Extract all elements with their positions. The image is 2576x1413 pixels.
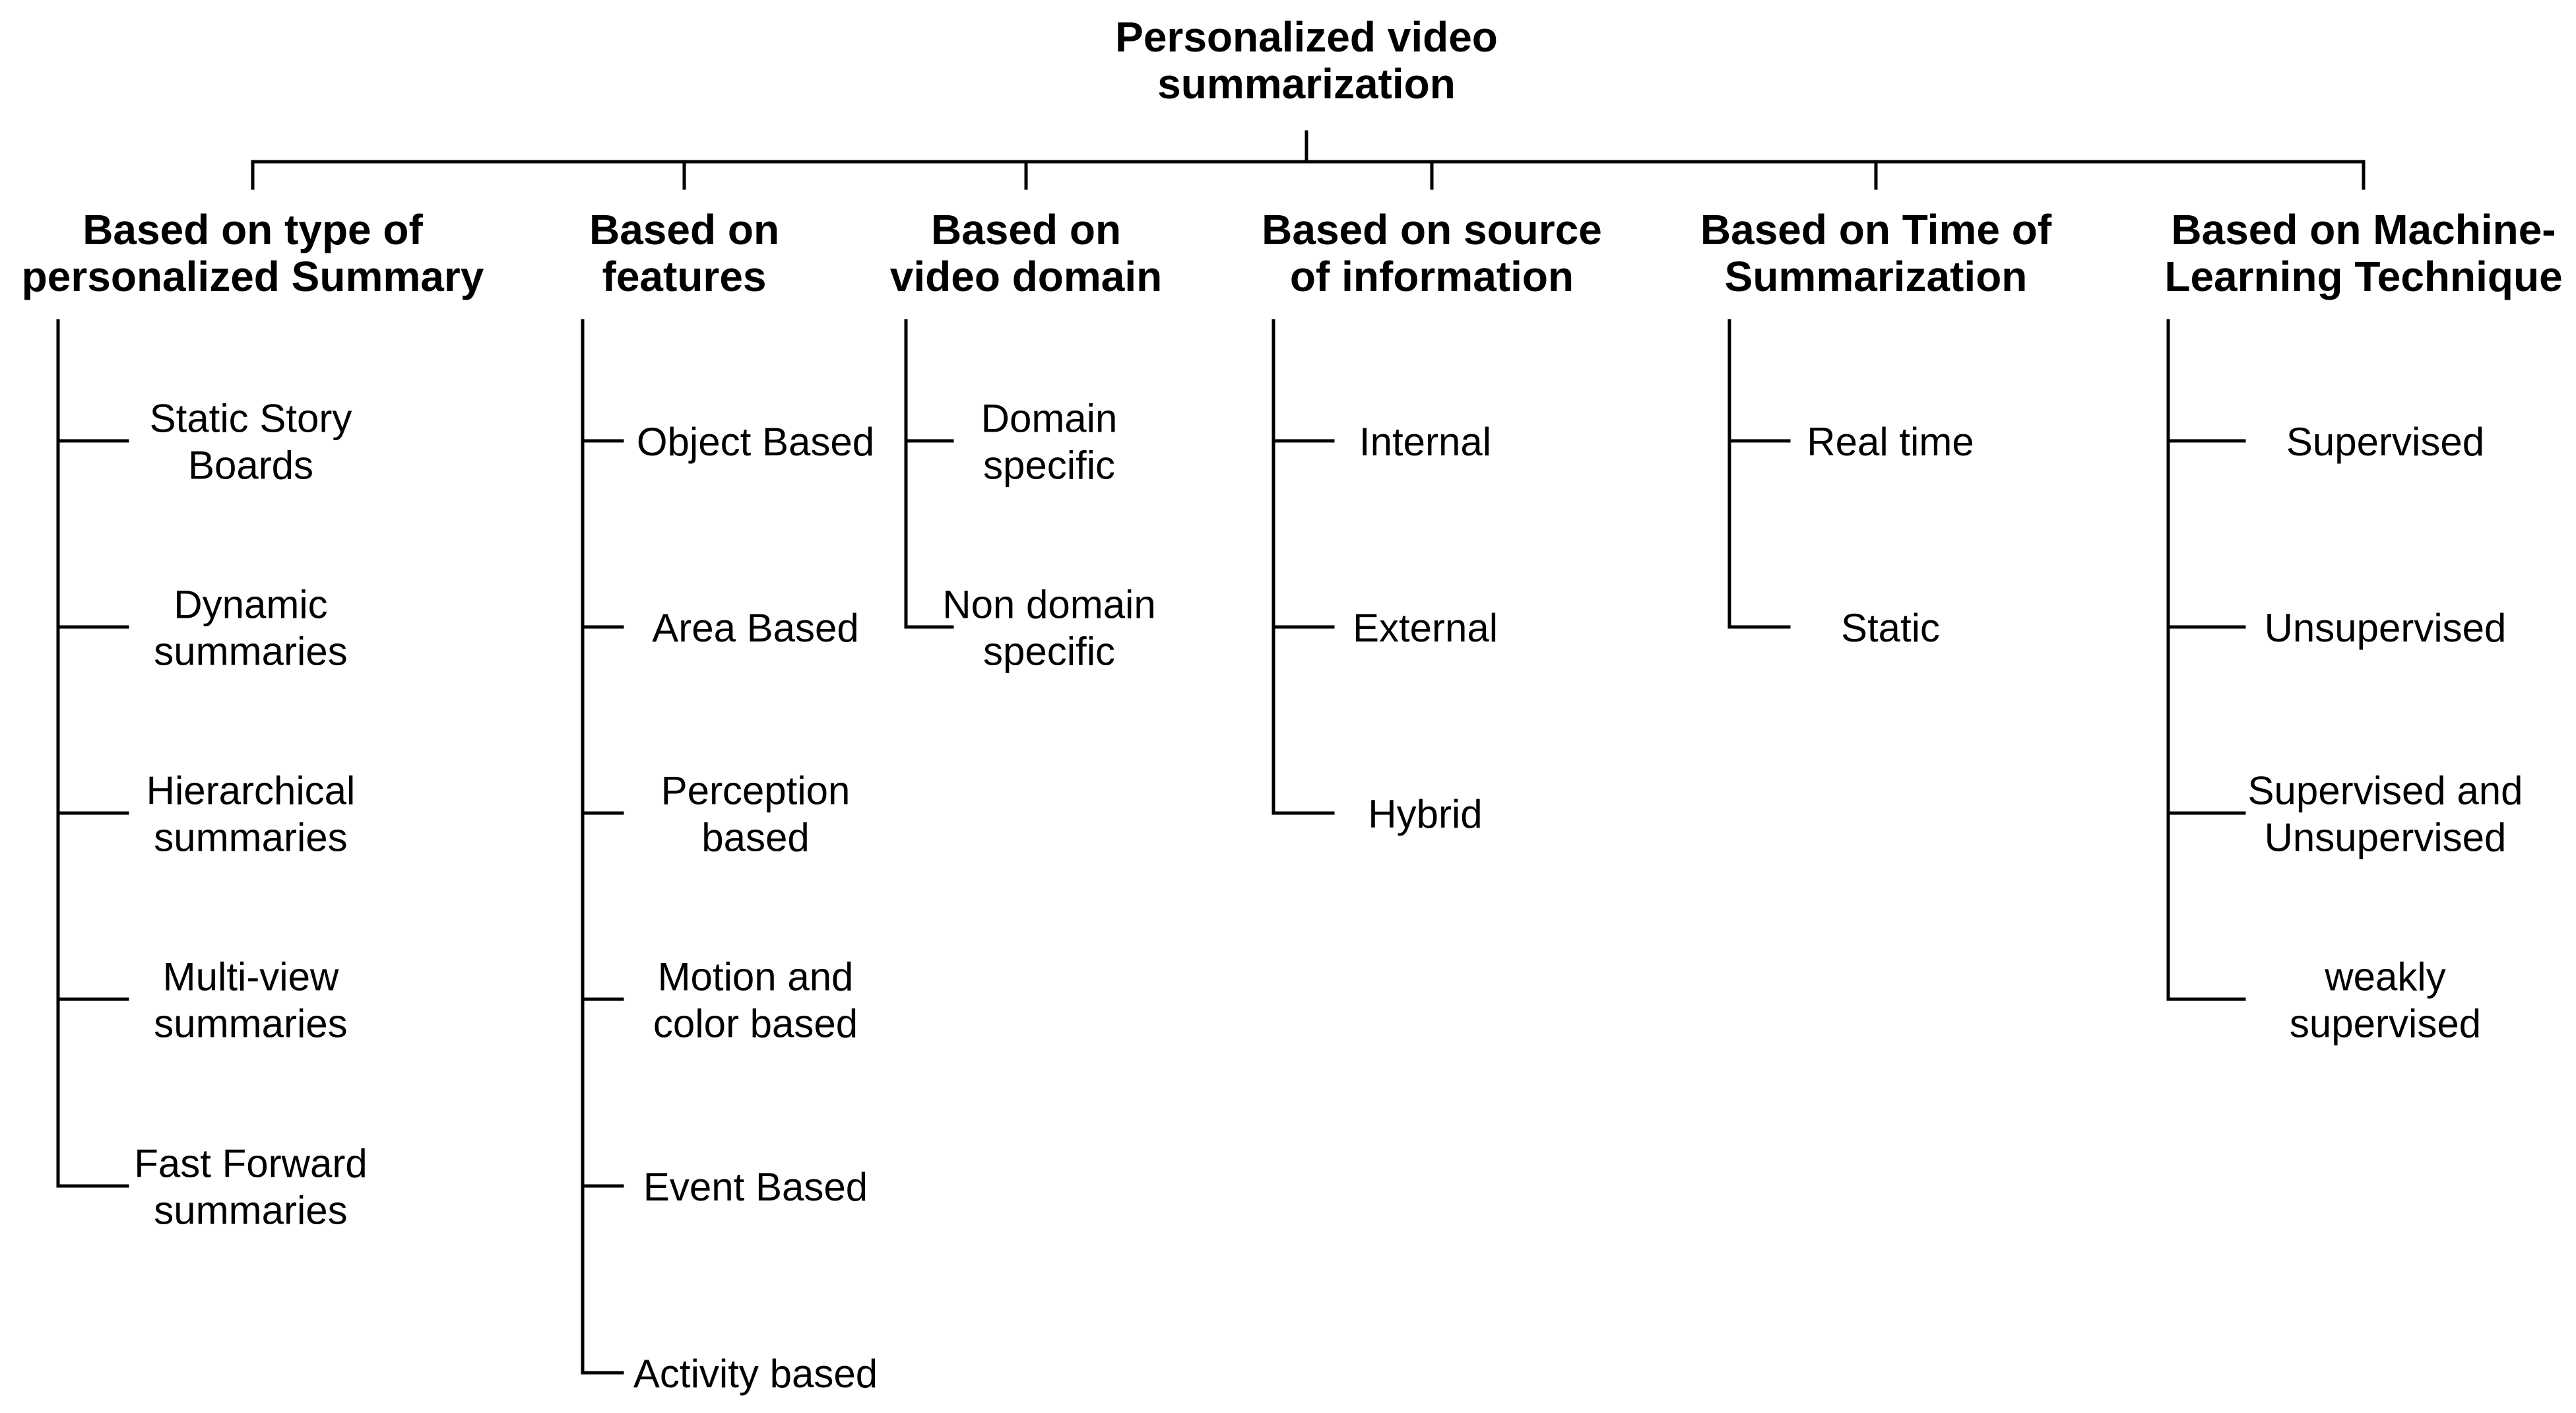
category-2-item-5-label-line: Event Based bbox=[643, 1165, 868, 1209]
root-title-line: Personalized video bbox=[1115, 13, 1498, 61]
category-1-item-3-label-line: summaries bbox=[154, 816, 347, 860]
category-6-item-3-label-line: Unsupervised bbox=[2265, 816, 2507, 860]
category-6-header: Based on Machine-Learning Technique bbox=[2164, 206, 2562, 300]
category-2-item-4-label-line: Motion and bbox=[658, 955, 854, 999]
category-4-item-2-label: External bbox=[1353, 606, 1498, 650]
category-1-item-4-label-line: summaries bbox=[154, 1002, 347, 1046]
category-1-header-line: Based on type of bbox=[82, 206, 423, 253]
category-2-item-2-label: Area Based bbox=[652, 606, 859, 650]
category-2-item-1-label-line: Object Based bbox=[637, 420, 874, 464]
category-6-item-2-label: Unsupervised bbox=[2265, 606, 2507, 650]
category-1-item-2-label-line: summaries bbox=[154, 630, 347, 674]
category-6-header-line: Learning Technique bbox=[2164, 253, 2562, 300]
category-2-item-6-label-line: Activity based bbox=[633, 1352, 878, 1396]
category-3-header-line: Based on bbox=[931, 206, 1121, 253]
category-6-item-1-label: Supervised bbox=[2286, 420, 2484, 464]
category-2-item-1-label: Object Based bbox=[637, 420, 874, 464]
category-3-item-1-label-line: Domain bbox=[981, 397, 1118, 441]
category-2-header-line: features bbox=[602, 253, 767, 300]
category-1-item-3-label-line: Hierarchical bbox=[146, 769, 356, 813]
category-3-header-line: video domain bbox=[890, 253, 1163, 300]
category-6-header-line: Based on Machine- bbox=[2171, 206, 2556, 253]
category-5-header-line: Summarization bbox=[1725, 253, 2028, 300]
category-2-item-6-label: Activity based bbox=[633, 1352, 878, 1396]
category-5-header-line: Based on Time of bbox=[1700, 206, 2052, 253]
category-1-header-line: personalized Summary bbox=[22, 253, 484, 300]
category-6-item-3-label-line: Supervised and bbox=[2248, 769, 2523, 813]
category-2-item-2-label-line: Area Based bbox=[652, 606, 859, 650]
category-6-item-4-label-line: supervised bbox=[2290, 1002, 2481, 1046]
category-4-item-2-label-line: External bbox=[1353, 606, 1498, 650]
category-5-item-1-label-line: Real time bbox=[1807, 420, 1974, 464]
category-4-header-line: Based on source bbox=[1262, 206, 1602, 253]
category-1-item-1-label-line: Boards bbox=[188, 444, 313, 488]
root-title-line: summarization bbox=[1157, 60, 1456, 108]
category-3-item-1-label-line: specific bbox=[983, 444, 1115, 488]
category-1-item-5-label-line: summaries bbox=[154, 1189, 347, 1233]
category-4-item-3-label: Hybrid bbox=[1368, 792, 1482, 836]
category-6-item-4-label-line: weakly bbox=[2324, 955, 2445, 999]
category-1-item-5-label-line: Fast Forward bbox=[134, 1142, 367, 1186]
category-5-item-2-label-line: Static bbox=[1841, 606, 1940, 650]
category-1-item-1-label-line: Static Story bbox=[150, 397, 352, 441]
category-6-item-1-label-line: Supervised bbox=[2286, 420, 2484, 464]
category-2-item-3-label-line: Perception bbox=[661, 769, 851, 813]
category-4-header-line: of information bbox=[1290, 253, 1574, 300]
category-1-item-2-label-line: Dynamic bbox=[174, 583, 327, 627]
category-2-item-3-label-line: based bbox=[701, 816, 809, 860]
category-5-item-2-label: Static bbox=[1841, 606, 1940, 650]
category-4-item-1-label: Internal bbox=[1359, 420, 1491, 464]
category-2-item-5-label: Event Based bbox=[643, 1165, 868, 1209]
category-1-item-4-label-line: Multi-view bbox=[163, 955, 339, 999]
category-5-item-1-label: Real time bbox=[1807, 420, 1974, 464]
category-2-item-4-label-line: color based bbox=[653, 1002, 858, 1046]
category-3-item-2-label-line: Non domain bbox=[942, 583, 1156, 627]
category-3-item-2-label-line: specific bbox=[983, 630, 1115, 674]
category-4-item-3-label-line: Hybrid bbox=[1368, 792, 1482, 836]
category-2-header-line: Based on bbox=[589, 206, 779, 253]
category-4-item-1-label-line: Internal bbox=[1359, 420, 1491, 464]
category-6-item-2-label-line: Unsupervised bbox=[2265, 606, 2507, 650]
